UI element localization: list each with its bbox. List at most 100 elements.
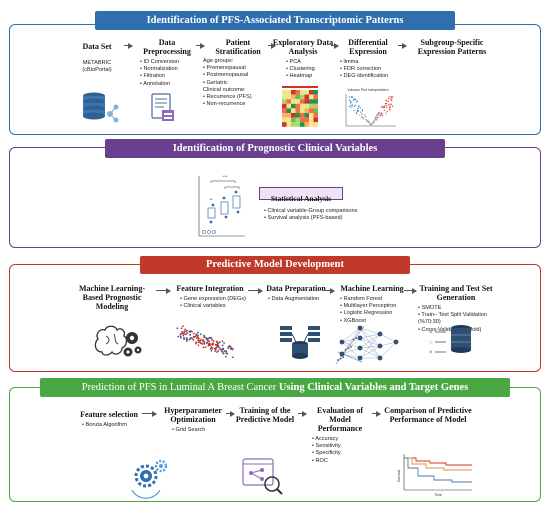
volcano-point <box>378 116 380 119</box>
panel-pfs-prediction: Prediction of PFS in Luminal A Breast Ca… <box>9 378 541 502</box>
gears-icon <box>131 459 168 499</box>
step-title: Differential Expression <box>348 38 388 56</box>
feature-point <box>184 328 187 331</box>
volcano-point <box>357 107 359 110</box>
volcano-point <box>368 122 370 124</box>
volcano-point <box>387 104 390 106</box>
feature-point <box>220 349 223 352</box>
train-test-icon: × ○ × <box>429 325 471 356</box>
list-item: Survival analysis (PFS-based) <box>264 215 394 222</box>
step-item: (cBioPortal) <box>82 67 112 74</box>
feature-point <box>214 350 217 352</box>
heatmap-cell <box>291 90 296 95</box>
feature-point <box>227 347 230 350</box>
heatmap-cell <box>295 122 300 127</box>
volcano-point <box>378 112 380 115</box>
training-model-icon <box>242 458 283 495</box>
feature-point <box>208 336 211 339</box>
volcano-point <box>371 123 373 125</box>
volcano-point <box>353 110 355 112</box>
heatmap-cell <box>291 94 296 100</box>
volcano-point <box>361 113 363 115</box>
volcano-point <box>354 104 357 106</box>
volcano-plot-icon: Volcano Plot Interpretation <box>345 88 396 127</box>
feature-point <box>226 352 229 355</box>
feature-point <box>195 341 197 344</box>
volcano-point <box>382 115 384 117</box>
volcano-point <box>359 114 361 116</box>
step-eda: Exploratory Data Analysis PCA Clustering… <box>272 38 334 81</box>
panel-title: Prediction of PFS in Luminal A Breast Ca… <box>40 378 510 397</box>
age-item: Premenopausal <box>203 65 273 72</box>
feature-point <box>179 333 182 336</box>
heatmap-cell <box>313 122 318 127</box>
heatmap-cell <box>282 117 287 123</box>
heatmap-cell <box>309 90 314 95</box>
step-subgroup: Subgroup-Specific Expression Patterns <box>404 38 500 56</box>
volcano-point <box>388 106 390 109</box>
volcano-point <box>385 104 387 107</box>
step-machine-learning: Machine Learning Random Forest Multilaye… <box>334 284 410 325</box>
volcano-point <box>379 114 381 116</box>
survival-curve <box>404 457 472 483</box>
volcano-point <box>351 96 354 98</box>
statistical-analysis-box: Statistical Analysis <box>259 187 343 203</box>
volcano-point <box>361 116 363 118</box>
heatmap-cell <box>304 113 309 118</box>
volcano-point <box>353 98 355 100</box>
panel-title: Identification of PFS-Associated Transcr… <box>95 11 455 30</box>
volcano-point <box>353 105 356 107</box>
feature-point <box>229 347 232 350</box>
step-training: Training of the Predictive Model <box>232 406 298 424</box>
regression-point <box>344 348 347 351</box>
step-item: Clustering <box>286 66 334 73</box>
step-ml-modeling: Machine Learning-Based Prognostic Modeli… <box>70 284 154 311</box>
feature-point <box>211 339 213 341</box>
feature-point <box>211 343 214 346</box>
feature-point <box>183 336 185 339</box>
feature-point <box>197 336 199 339</box>
volcano-point <box>365 115 367 117</box>
heatmap-cell <box>313 113 318 118</box>
volcano-point <box>382 106 384 109</box>
feature-point <box>199 333 202 336</box>
regression-point <box>339 357 342 360</box>
feature-point <box>192 339 195 341</box>
feature-point <box>221 340 224 343</box>
feature-point <box>186 332 189 334</box>
volcano-point <box>380 106 382 108</box>
heatmap-cell <box>300 117 305 123</box>
feature-point <box>203 342 206 345</box>
volcano-point <box>356 110 359 112</box>
heatmap-cell <box>300 99 305 104</box>
feature-point <box>206 341 209 344</box>
step-title: Data Set <box>82 42 112 51</box>
clinical-analysis-list: Clinical variable-Group comparisons Surv… <box>264 208 394 222</box>
step-title: Training of the Predictive Model <box>235 406 295 424</box>
volcano-point <box>368 121 370 123</box>
step-title: Patient Stratification <box>215 38 261 56</box>
heatmap-cell <box>313 99 318 104</box>
step-item: Normalization <box>140 66 200 73</box>
step-evaluation: Evaluation of Model Performance Accuracy… <box>306 406 374 465</box>
box-title: Statistical Analysis <box>270 194 332 203</box>
feature-point <box>222 352 225 355</box>
step-title: Feature selection <box>80 410 138 419</box>
svg-text:***: *** <box>223 174 228 179</box>
volcano-point <box>384 103 387 105</box>
heatmap-cell <box>282 108 287 113</box>
volcano-point <box>365 119 368 121</box>
heatmap-cell <box>304 103 309 109</box>
volcano-point <box>390 96 392 98</box>
heatmap-cell <box>291 99 296 104</box>
step-item: Gene expression (DEGs) <box>180 296 248 303</box>
volcano-point <box>389 109 391 111</box>
volcano-point <box>360 111 362 113</box>
survival-curve-icon: Survival Time <box>397 454 472 497</box>
feature-point <box>196 334 199 337</box>
feature-point <box>208 340 211 343</box>
feature-point <box>213 347 216 350</box>
feature-point <box>180 327 183 330</box>
age-item: Postmenopausal <box>203 72 273 79</box>
database-icon <box>83 92 119 123</box>
